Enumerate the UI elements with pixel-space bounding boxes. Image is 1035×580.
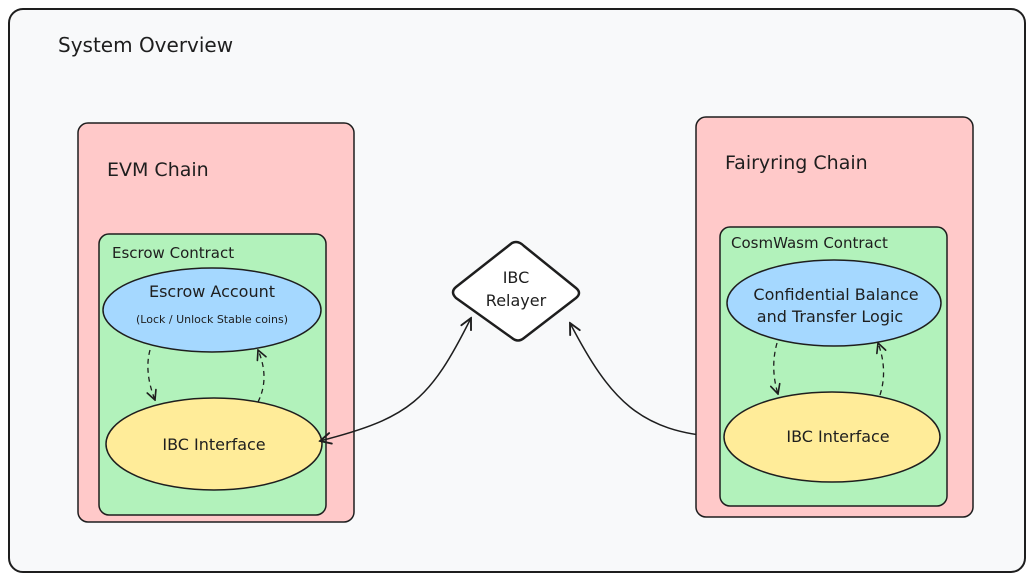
ibc-relayer-line2: Relayer <box>486 291 547 310</box>
fairyring-ibc-interface-node <box>723 391 941 483</box>
fairyring-chain: Fairyring Chain CosmWasm Contract Confid… <box>695 116 974 518</box>
evm-chain-label: EVM Chain <box>107 159 209 181</box>
confidential-logic-line2: and Transfer Logic <box>757 307 903 326</box>
fairyring-chain-label: Fairyring Chain <box>725 152 868 174</box>
evm-interface-to-account-arrow <box>258 350 264 403</box>
overview-title: System Overview <box>58 33 233 57</box>
evm-ibc-interface-label: IBC Interface <box>162 435 265 454</box>
confidential-logic-line1: Confidential Balance <box>753 285 918 304</box>
evm-chain: EVM Chain Escrow Contract Escrow Account… <box>77 122 355 523</box>
confidential-logic-node <box>726 259 942 347</box>
escrow-contract-label: Escrow Contract <box>112 244 234 262</box>
ibc-relayer-diamond <box>451 240 581 342</box>
fairyring-ibc-interface-label: IBC Interface <box>786 427 889 446</box>
fairyring-logic-to-interface-arrow <box>774 342 778 394</box>
escrow-account-node <box>102 267 322 353</box>
cosmwasm-contract-label: CosmWasm Contract <box>731 234 888 252</box>
evm-account-to-interface-arrow <box>148 349 155 400</box>
ibc-relayer: IBC Relayer <box>451 240 581 342</box>
escrow-account-title: Escrow Account <box>149 282 275 301</box>
escrow-account-subtitle: (Lock / Unlock Stable coins) <box>136 313 288 326</box>
evm-relayer-connector <box>320 318 471 441</box>
relayer-fairyring-connector <box>570 323 720 437</box>
ibc-relayer-line1: IBC <box>503 268 530 287</box>
fairyring-interface-to-logic-arrow <box>878 343 884 396</box>
